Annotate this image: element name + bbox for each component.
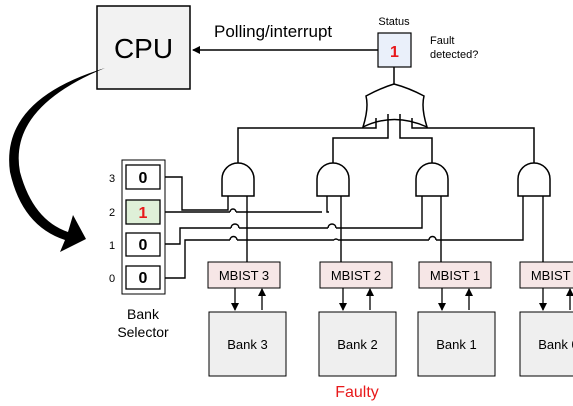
bank-label-3: Bank 3	[227, 337, 267, 352]
mbist-block-2	[319, 261, 393, 289]
selector-value-3: 0	[139, 170, 148, 187]
selector-index-0: 0	[109, 273, 115, 285]
selector-index-3: 3	[109, 173, 115, 185]
selector-cell-2	[125, 199, 161, 225]
fault-note-line1: Fault	[430, 35, 454, 47]
selector-cell-1	[125, 232, 161, 257]
faulty-label: Faulty	[335, 384, 379, 401]
wire-crossing-hops	[229, 208, 437, 241]
mbist-to-and-wires	[246, 196, 544, 262]
or-gate	[361, 83, 429, 129]
bank-selector-register	[121, 159, 166, 295]
mbist-block-3	[207, 261, 281, 289]
selector-value-2: 1	[139, 205, 148, 222]
selector-value-1: 0	[139, 237, 148, 254]
status-register	[377, 32, 412, 68]
bank-label-2: Bank 2	[337, 337, 377, 352]
fault-note-line2: detected?	[430, 49, 478, 61]
and-gate-3	[221, 162, 255, 197]
bank-label-1: Bank 1	[436, 337, 476, 352]
selector-frame	[121, 159, 166, 295]
mbist-block-1	[418, 261, 492, 289]
bank-label-0: Bank 0	[538, 337, 573, 352]
status-value: 1	[390, 44, 399, 61]
selector-cell-0	[125, 265, 161, 290]
and-gate-2	[316, 162, 350, 197]
mbist-bank-arrows	[231, 288, 573, 311]
selector-index-1: 1	[109, 240, 115, 252]
mbist-label-0: MBIST 0	[531, 268, 573, 283]
or-input-wires	[237, 114, 535, 166]
polling-interrupt-label: Polling/interrupt	[214, 22, 332, 41]
selector-value-0: 0	[139, 270, 148, 287]
selector-caption-line2: Selector	[117, 324, 169, 340]
bank-0	[519, 311, 573, 377]
bank-2	[318, 311, 397, 377]
selector-caption-line1: Bank	[127, 306, 160, 322]
cpu-to-selector-arrow	[9, 68, 106, 252]
cpu-box	[96, 5, 191, 90]
mbist-block-0	[519, 261, 573, 289]
status-title: Status	[378, 16, 410, 28]
selector-index-2: 2	[109, 207, 115, 219]
cpu-label: CPU	[114, 33, 173, 64]
and-gate-0	[517, 162, 551, 197]
selector-cell-3	[125, 164, 161, 190]
and-gate-1	[415, 162, 449, 197]
bank-3	[208, 311, 287, 377]
mbist-label-1: MBIST 1	[430, 268, 480, 283]
mbist-label-3: MBIST 3	[219, 268, 269, 283]
bank-1	[417, 311, 496, 377]
selector-wires	[165, 176, 524, 279]
mbist-label-2: MBIST 2	[331, 268, 381, 283]
